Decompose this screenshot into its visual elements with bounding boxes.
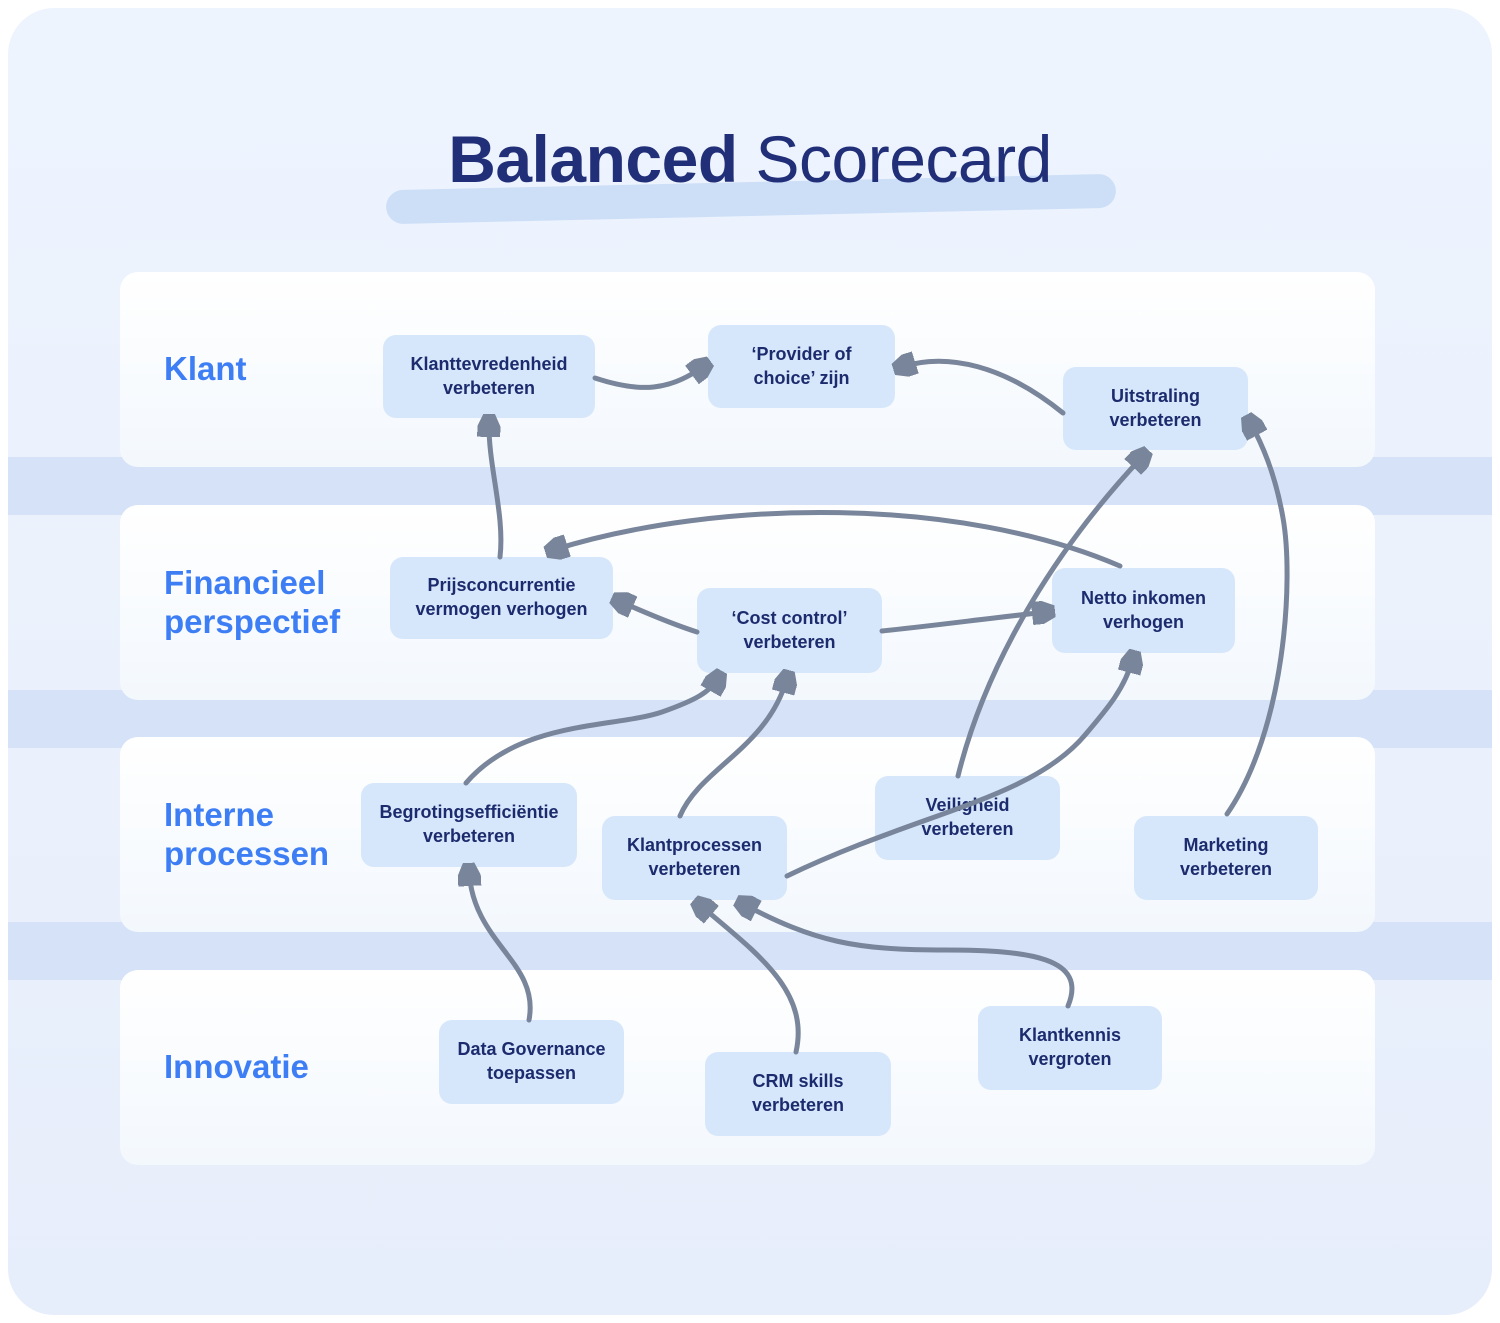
node-label: Begrotingsefficiëntie verbeteren	[379, 802, 559, 846]
row-label-interne-processen: Interne processen	[164, 795, 330, 872]
node-uitstraling: Uitstraling verbeteren	[1063, 367, 1248, 450]
node-label: ‘Cost control’ verbeteren	[731, 607, 848, 652]
title-word-balanced: Balanced	[448, 122, 738, 196]
row-label-klant: Klant	[164, 350, 247, 388]
node-netto-inkomen: Netto inkomen verhogen	[1052, 568, 1235, 653]
node-provider-of-choice: ‘Provider of choice’ zijn	[708, 325, 895, 408]
node-label: Veiligheid verbeteren	[921, 795, 1014, 839]
node-label: Marketing verbeteren	[1179, 835, 1273, 879]
node-klantkennis: Klantkennis vergroten	[978, 1006, 1162, 1090]
node-prijsconcurrentie: Prijsconcurrentie vermogen verhogen	[390, 557, 613, 639]
node-klanttevredenheid: Klanttevredenheid verbeteren	[383, 335, 595, 418]
row-label-financieel-perspectief: Financieel perspectief	[164, 563, 341, 640]
node-label: Netto inkomen verhogen	[1080, 587, 1206, 632]
node-label: Klantkennis vergroten	[1018, 1025, 1122, 1069]
node-label: ‘Provider of choice’ zijn	[751, 343, 852, 388]
node-cost-control: ‘Cost control’ verbeteren	[697, 588, 882, 673]
title-word-scorecard: Scorecard	[755, 122, 1053, 196]
node-label: Data Governance toepassen	[457, 1039, 606, 1083]
node-veiligheid: Veiligheid verbeteren	[875, 776, 1060, 860]
node-label: Klantprocessen verbeteren	[626, 835, 763, 879]
node-label: Klanttevredenheid verbeteren	[410, 353, 568, 398]
row-label-innovatie: Innovatie	[164, 1048, 309, 1086]
node-crm-skills: CRM skills verbeteren	[705, 1052, 891, 1136]
node-label: CRM skills verbeteren	[751, 1071, 845, 1115]
node-label: Uitstraling verbeteren	[1109, 385, 1202, 430]
node-klantprocessen: Klantprocessen verbeteren	[602, 816, 787, 900]
node-label: Prijsconcurrentie vermogen verhogen	[415, 575, 588, 619]
node-marketing: Marketing verbeteren	[1134, 816, 1318, 900]
node-begrotingsefficientie: Begrotingsefficiëntie verbeteren	[361, 783, 577, 867]
page-title: Balanced Scorecard	[0, 126, 1500, 192]
node-data-governance: Data Governance toepassen	[439, 1020, 624, 1104]
